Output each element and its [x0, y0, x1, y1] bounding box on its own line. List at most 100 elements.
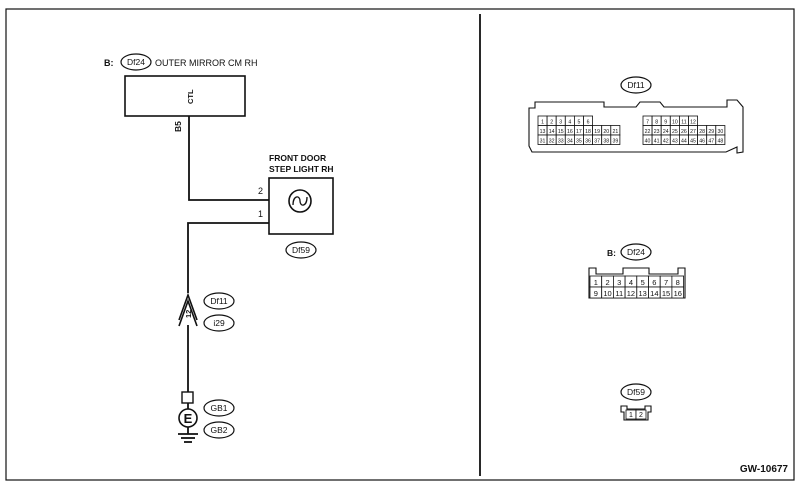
ground-label-a: GB1: [210, 403, 227, 413]
ground-label-a-oval: [203, 399, 235, 417]
pin-number: 2: [639, 412, 643, 419]
pin-number: 33: [558, 139, 564, 145]
pin-number: 14: [650, 289, 658, 298]
diagram-frame: [5, 8, 795, 481]
pin-number: 27: [690, 129, 696, 135]
df11-view-label-oval: [620, 76, 652, 94]
pin-number: 11: [615, 289, 623, 298]
pin-number: 8: [655, 120, 658, 126]
pin-number: 32: [549, 139, 555, 145]
pin-number: 16: [674, 289, 682, 298]
pin-number: 20: [603, 129, 609, 135]
pin-number: 1: [541, 120, 544, 126]
step-light-name-line2: STEP LIGHT RH: [269, 164, 334, 174]
pin-number: 48: [717, 139, 723, 145]
joint-chevron-icon: [178, 292, 198, 321]
df24-view-prefix: B:: [607, 248, 616, 258]
pin-number: 10: [603, 289, 611, 298]
step-light-connector-oval: [285, 241, 317, 259]
pin-number: 34: [567, 139, 573, 145]
pin-number: 47: [708, 139, 714, 145]
pin-cell: [715, 134, 726, 145]
step-light-pin2-label: 2: [258, 186, 263, 196]
pin-number: 9: [664, 120, 667, 126]
wire-ctl-to-light-pin2: [188, 116, 286, 201]
pin-number: 2: [550, 120, 553, 126]
pin-number: 19: [594, 129, 600, 135]
joint-connector-a-label: Df11: [210, 296, 228, 306]
pin-number: 29: [708, 129, 714, 135]
ground-label-b: GB2: [210, 425, 227, 435]
pin-number: 40: [645, 139, 651, 145]
pin-number: 41: [654, 139, 660, 145]
pin-cell: [671, 286, 685, 299]
joint-connector-a-oval: [203, 292, 235, 310]
pin-number: 30: [717, 129, 723, 135]
pin-number: 44: [681, 139, 687, 145]
pin-number: 8: [676, 278, 680, 287]
joint-chevron-icon-inner: [178, 298, 198, 327]
ground-symbol-label: E: [184, 411, 193, 426]
joint-connector-b-oval: [203, 314, 235, 332]
pin-number: 15: [558, 129, 564, 135]
step-light-connector-label: Df59: [292, 245, 310, 255]
pin-number: 45: [690, 139, 696, 145]
pin-number: 17: [576, 129, 582, 135]
outer-mirror-cm-box: [124, 75, 246, 117]
pin-number: 3: [617, 278, 621, 287]
pin-number: 25: [672, 129, 678, 135]
pin-number: 9: [594, 289, 598, 298]
pin-number: 43: [672, 139, 678, 145]
step-light-pin1-label: 1: [258, 209, 263, 219]
pin-number: 3: [559, 120, 562, 126]
pin-number: 6: [587, 120, 590, 126]
pin-number: 36: [585, 139, 591, 145]
pin-number: 39: [612, 139, 618, 145]
joint-connector-b-label: i29: [213, 318, 225, 328]
pin-number: 28: [699, 129, 705, 135]
pin-number: 31: [540, 139, 546, 145]
pin-number: 15: [662, 289, 670, 298]
df11-view-label: Df11: [627, 80, 645, 90]
pin-number: 18: [585, 129, 591, 135]
pin-number: 24: [663, 129, 669, 135]
pin-number: 1: [629, 412, 633, 419]
ground-label-b-oval: [203, 421, 235, 439]
outer-mirror-connector-oval: [120, 53, 152, 71]
pin-number: 38: [603, 139, 609, 145]
pin-number: 16: [567, 129, 573, 135]
df24-view-label-oval: [620, 243, 652, 261]
pin-number: 14: [549, 129, 555, 135]
outer-mirror-connector-label: Df24: [127, 57, 145, 67]
ctl-terminal-name: CTL: [186, 89, 195, 104]
pin-number: 4: [568, 120, 571, 126]
pin-number: 4: [629, 278, 633, 287]
pin-number: 5: [641, 278, 645, 287]
outer-mirror-name: OUTER MIRROR CM RH: [155, 58, 258, 68]
pin-number: 12: [627, 289, 635, 298]
pin-number: 13: [540, 129, 546, 135]
pin-number: 26: [681, 129, 687, 135]
ground-terminal-box: [181, 391, 194, 404]
df59-view-label: Df59: [627, 387, 645, 397]
pin-number: 12: [690, 120, 696, 126]
pin-number: 37: [594, 139, 600, 145]
pin-number: 6: [652, 278, 656, 287]
pin-number: 46: [699, 139, 705, 145]
df24-view-label: Df24: [627, 247, 645, 257]
pin-number: 7: [646, 120, 649, 126]
pin-number: 7: [664, 278, 668, 287]
df59-view-label-oval: [620, 383, 652, 401]
step-light-name-line1: FRONT DOOR: [269, 153, 326, 163]
joint-pin-label: 12: [184, 310, 193, 318]
pin-number: 35: [576, 139, 582, 145]
pin-number: 11: [681, 120, 686, 126]
pin-number: 2: [605, 278, 609, 287]
outer-mirror-prefix: B:: [104, 58, 114, 68]
lamp-filament-icon: [292, 196, 308, 206]
